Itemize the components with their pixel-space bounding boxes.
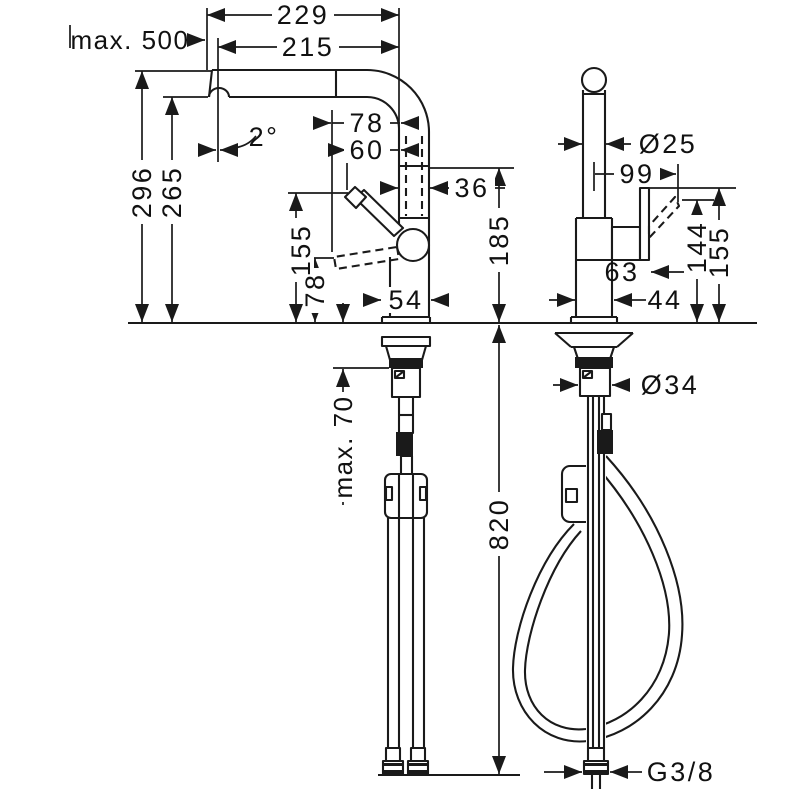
hose-connector-block <box>383 472 429 520</box>
escutcheon-front <box>554 331 634 349</box>
mounting-cone <box>384 344 428 362</box>
label-backgrounds <box>129 2 733 556</box>
dim-base-width-front: 44 <box>647 285 682 315</box>
dim-reach-total: 229 <box>277 0 330 30</box>
dimension-labels: 229 215 max. 500 2° 78 60 36 54 Ø25 99 6… <box>71 0 734 787</box>
handle-open-position-front <box>647 195 681 240</box>
side-view <box>207 68 432 776</box>
spout-pipe-top <box>580 66 608 94</box>
mounting-washer <box>380 335 432 348</box>
handle-cap <box>343 185 368 210</box>
dim-handle-open-proj: 78 <box>349 108 384 138</box>
dim-deck-thickness-max: max. 70 <box>328 396 358 499</box>
dim-handle-closed-proj: 60 <box>349 135 384 165</box>
supply-hoses <box>386 518 426 748</box>
spout-inner-edge <box>229 95 401 231</box>
dim-height-top: 296 <box>127 166 157 219</box>
dim-handle-open-height: 144 <box>682 221 712 274</box>
dim-thread-size: G3/8 <box>647 757 716 787</box>
spout-outer-edge <box>212 68 431 317</box>
dim-pullout-max: max. 500 <box>71 25 190 55</box>
seal-ring-front <box>575 357 613 368</box>
dim-handle-height-side: 155 <box>286 224 316 277</box>
dimension-lines <box>135 8 726 779</box>
handle-plate-front <box>638 186 651 262</box>
spout-pipe-front <box>580 66 608 218</box>
handle-lever-open-position <box>332 245 401 271</box>
dim-base-width-side: 54 <box>388 285 423 315</box>
handle-housing-front <box>610 225 642 262</box>
dim-handle-low-height: 78 <box>300 272 330 307</box>
g38-connector <box>582 746 610 789</box>
handle-lever <box>353 188 405 238</box>
aerator <box>207 86 231 98</box>
dim-handle-depth: 63 <box>604 257 639 287</box>
dim-head-width: 36 <box>454 173 489 203</box>
front-view <box>511 66 684 789</box>
dim-handle-reach-front: 99 <box>619 159 654 189</box>
dim-spout-angle: 2° <box>249 122 280 152</box>
seal-ring <box>389 358 423 368</box>
hose-end-fittings <box>381 746 430 776</box>
dim-height-outlet: 265 <box>157 166 187 219</box>
handle-pivot <box>395 227 431 263</box>
outlet-tube <box>586 396 606 748</box>
hose-weight-front <box>597 430 613 454</box>
dim-reach-spout: 215 <box>282 32 335 62</box>
dim-handle-height-front: 155 <box>704 226 734 279</box>
hose-weight <box>396 432 413 456</box>
dim-pipe-diameter: Ø25 <box>639 129 698 159</box>
dim-hose-length-below: 820 <box>484 498 514 551</box>
dim-clearance-under-spout: 185 <box>484 214 514 267</box>
dim-shank-diameter: Ø34 <box>641 370 700 400</box>
